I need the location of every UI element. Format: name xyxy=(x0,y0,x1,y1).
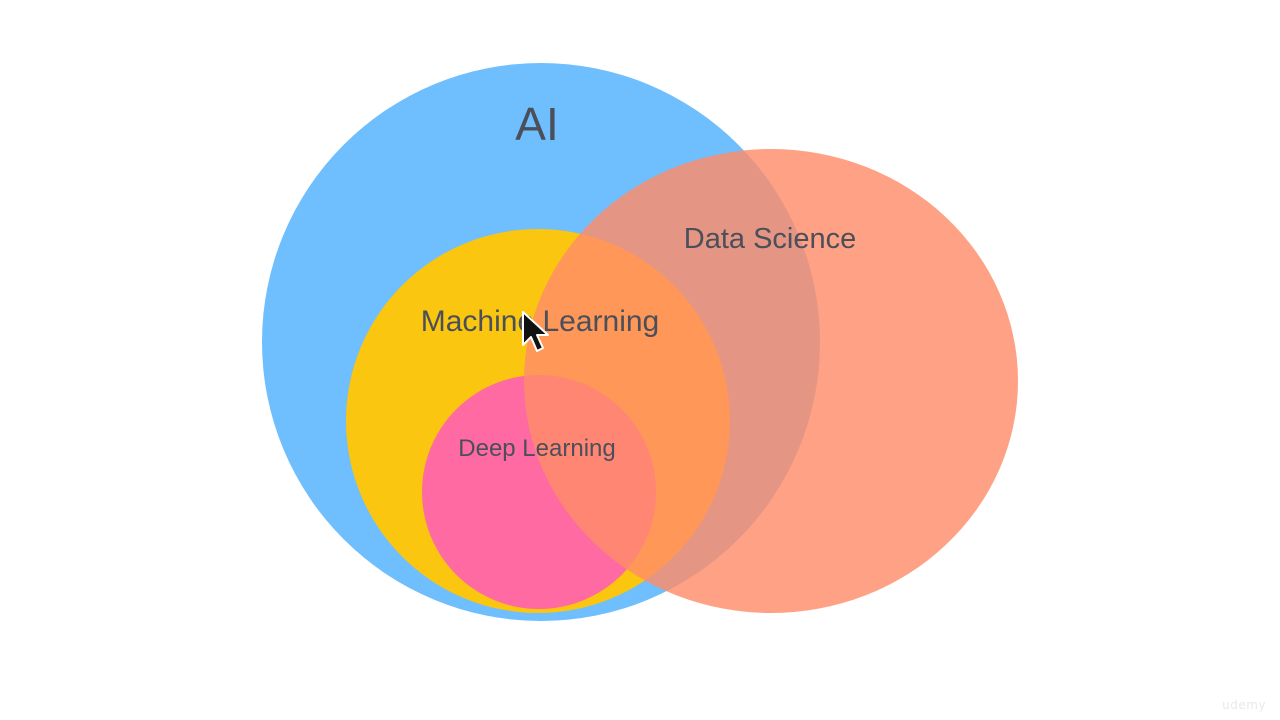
watermark-logo: udemy xyxy=(1222,698,1266,712)
mouse-cursor-icon xyxy=(522,311,549,352)
set-circle-data-science xyxy=(524,149,1018,613)
label-ai: AI xyxy=(515,98,558,150)
label-data-science: Data Science xyxy=(684,223,857,255)
label-deep-learning: Deep Learning xyxy=(458,435,615,462)
